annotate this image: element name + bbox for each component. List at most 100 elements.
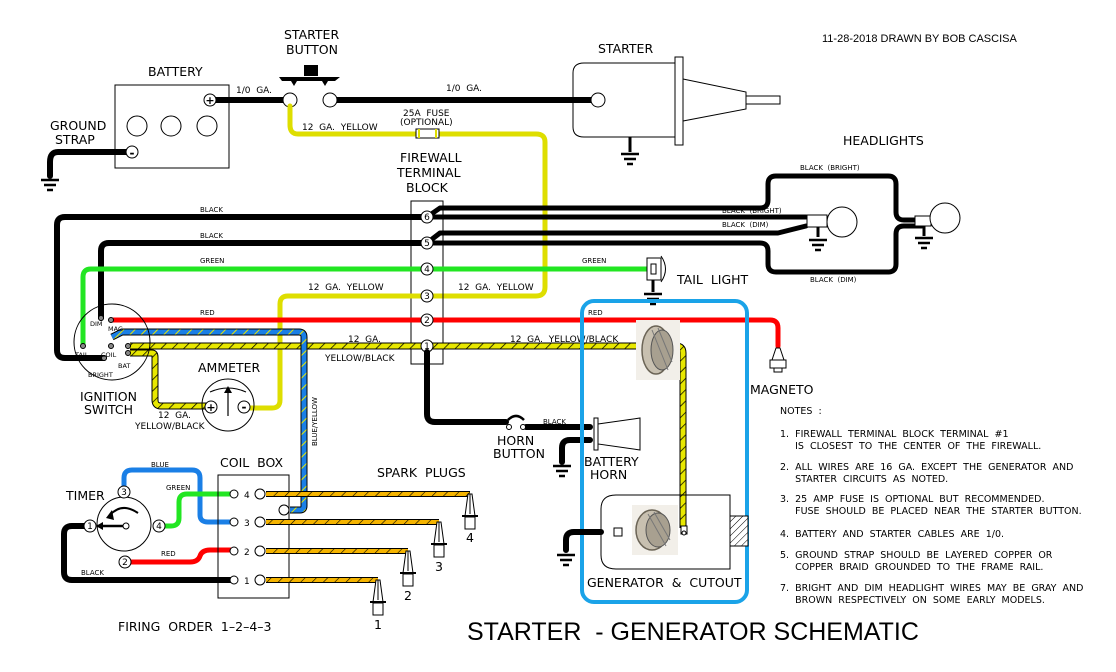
schematic-title: STARTER - GENERATOR SCHEMATIC: [467, 618, 919, 646]
svg-text:BLACK: BLACK: [472, 418, 495, 426]
timer: TIMER BLUE GREEN RED BLACK 1 2 3 4: [61, 461, 236, 583]
svg-text:BLOCK: BLOCK: [406, 180, 449, 195]
svg-text:GREEN: GREEN: [200, 257, 224, 265]
svg-text:GREEN: GREEN: [582, 257, 606, 265]
svg-text:SPARK PLUGS: SPARK PLUGS: [377, 465, 466, 480]
svg-text:TAIL: TAIL: [74, 351, 89, 359]
cutout-photo-top-icon: [636, 320, 680, 380]
svg-text:3. 25 AMP FUSE IS OPTIONA: 3. 25 AMP FUSE IS OPTIONAL BUT RECOMMEND…: [780, 494, 1044, 505]
svg-text:5: 5: [424, 239, 430, 249]
svg-text:3: 3: [244, 519, 250, 529]
svg-text:4: 4: [244, 491, 250, 501]
tail-light: TAIL LIGHT: [642, 255, 749, 306]
terminal-4: 4: [420, 262, 434, 276]
battery-cable-label: 1/0 GA.: [236, 86, 272, 96]
battery-negative-terminal: [125, 145, 139, 159]
spark-plug-2-icon: [399, 550, 417, 587]
svg-text:GREEN: GREEN: [166, 484, 190, 492]
svg-text:BLACK (BRIGHT): BLACK (BRIGHT): [800, 164, 860, 172]
terminal-5: 5: [420, 236, 434, 250]
svg-text:2: 2: [122, 558, 128, 568]
svg-text:GENERATOR & CUTOUT: GENERATOR & CUTOUT: [587, 575, 742, 590]
svg-text:12 GA.: 12 GA.: [158, 411, 191, 421]
svg-text:BROWN RESPECTIVELY ON SOME: BROWN RESPECTIVELY ON SOME EARLY MODELS.: [780, 595, 1045, 606]
svg-text:3: 3: [424, 292, 430, 302]
svg-text:BUTTON: BUTTON: [286, 42, 338, 57]
svg-text:YELLOW/BLACK: YELLOW/BLACK: [324, 354, 396, 364]
svg-text:2. ALL WIRES ARE 16 GA.: 2. ALL WIRES ARE 16 GA. EXCEPT THE GENER…: [780, 462, 1073, 473]
svg-text:HORN: HORN: [590, 467, 627, 482]
svg-text:IGNITION: IGNITION: [80, 389, 137, 404]
headlight-right-icon: [929, 202, 961, 234]
firing-order: FIRING ORDER 1–2–4–3: [118, 619, 271, 634]
svg-text:AMMETER: AMMETER: [198, 360, 261, 375]
svg-text:5. GROUND STRAP SHOULD BE: 5. GROUND STRAP SHOULD BE LAYERED COPPER…: [780, 550, 1053, 561]
svg-text:HORN: HORN: [497, 433, 534, 448]
svg-text:2: 2: [404, 588, 412, 603]
svg-text:-: -: [130, 146, 135, 160]
svg-text:BAT: BAT: [118, 362, 130, 370]
svg-text:BLACK (BRIGHT): BLACK (BRIGHT): [722, 207, 782, 215]
svg-text:SWITCH: SWITCH: [84, 402, 133, 417]
svg-text:1. FIREWALL TERMINAL BLOCK: 1. FIREWALL TERMINAL BLOCK TERMINAL #1: [780, 429, 1009, 440]
svg-text:12 GA. YELLOW: 12 GA. YELLOW: [308, 283, 384, 293]
svg-text:BRIGHT: BRIGHT: [88, 371, 113, 379]
svg-text:BLACK (DIM): BLACK (DIM): [810, 276, 857, 284]
svg-text:COPPER BRAID GROUNDED TO T: COPPER BRAID GROUNDED TO THE FRAME RAIL.: [780, 562, 1043, 573]
ignition-switch: DIM MAG TAIL COIL BAT BRIGHT IGNITION SW…: [73, 303, 151, 417]
starter: STARTER: [572, 41, 781, 166]
svg-text:-: -: [242, 400, 247, 414]
svg-text:(OPTIONAL): (OPTIONAL): [400, 118, 453, 128]
svg-text:6: 6: [424, 213, 430, 223]
headlights: HEADLIGHTS: [806, 133, 961, 252]
svg-text:BLACK: BLACK: [543, 418, 566, 426]
ammeter: AMMETER + -: [198, 360, 261, 432]
svg-text:BLUE: BLUE: [151, 461, 169, 469]
svg-text:4. BATTERY AND STARTER CAB: 4. BATTERY AND STARTER CABLES ARE 1/0.: [780, 529, 1004, 540]
svg-text:COIL: COIL: [101, 351, 117, 359]
horn-button: HORN BUTTON: [493, 414, 545, 461]
generator-highlight-box: [580, 299, 749, 604]
svg-text:3: 3: [121, 488, 127, 498]
svg-text:12 GA. YELLOW: 12 GA. YELLOW: [458, 283, 534, 293]
firewall-terminals: 6 5 4 3 2 1: [420, 210, 434, 353]
svg-text:4: 4: [466, 530, 474, 545]
spark-plug-1-icon: [369, 579, 387, 616]
svg-text:RED: RED: [200, 309, 215, 317]
svg-text:BUTTON: BUTTON: [493, 446, 545, 461]
svg-text:MAG: MAG: [108, 325, 123, 333]
magneto: MAGNETO: [750, 347, 814, 397]
spark-plugs: SPARK PLUGS 4 3 2 1: [369, 465, 479, 632]
cutout-photo-icon: [632, 505, 678, 555]
svg-text:STARTER: STARTER: [284, 27, 339, 42]
starter-cable-label: 1/0 GA.: [446, 84, 482, 94]
svg-text:MAGNETO: MAGNETO: [750, 382, 814, 397]
svg-text:+: +: [205, 94, 214, 107]
svg-text:YELLOW/BLACK: YELLOW/BLACK: [134, 422, 206, 432]
notes-heading: NOTES :: [780, 406, 822, 417]
spark-plug-4-icon: [461, 493, 479, 530]
svg-text:4: 4: [156, 522, 162, 532]
svg-text:IS CLOSEST TO THE CENTER: IS CLOSEST TO THE CENTER OF THE FIREWALL…: [780, 441, 1041, 452]
svg-text:COIL BOX: COIL BOX: [220, 455, 284, 470]
svg-text:3: 3: [435, 559, 443, 574]
svg-text:BLACK: BLACK: [200, 232, 223, 240]
svg-text:12 GA.: 12 GA.: [348, 335, 381, 345]
svg-text:FUSE SHOULD BE PLACED NEAR: FUSE SHOULD BE PLACED NEAR THE STARTER B…: [780, 506, 1082, 517]
terminal-6: 6: [420, 210, 434, 224]
svg-text:TERMINAL: TERMINAL: [396, 165, 461, 180]
starter-button: STARTER BUTTON 1/0 GA.: [279, 27, 601, 108]
svg-text:1: 1: [374, 617, 382, 632]
fuse: 25A FUSE (OPTIONAL): [400, 109, 453, 139]
svg-text:TAIL LIGHT: TAIL LIGHT: [676, 272, 749, 287]
svg-text:RED: RED: [588, 309, 603, 317]
plug-leads: [266, 491, 470, 583]
svg-text:STARTER CIRCUITS AS NOTED.: STARTER CIRCUITS AS NOTED.: [780, 474, 948, 485]
svg-text:BLACK (DIM): BLACK (DIM): [722, 221, 769, 229]
drawn-by-credit: 11-28-2018 DRAWN BY BOB CASCISA: [822, 33, 1017, 45]
generator-cutout: GENERATOR & CUTOUT: [555, 494, 749, 590]
svg-text:2: 2: [244, 548, 250, 558]
svg-text:1: 1: [87, 522, 93, 532]
spark-plug-3-icon: [430, 521, 448, 558]
